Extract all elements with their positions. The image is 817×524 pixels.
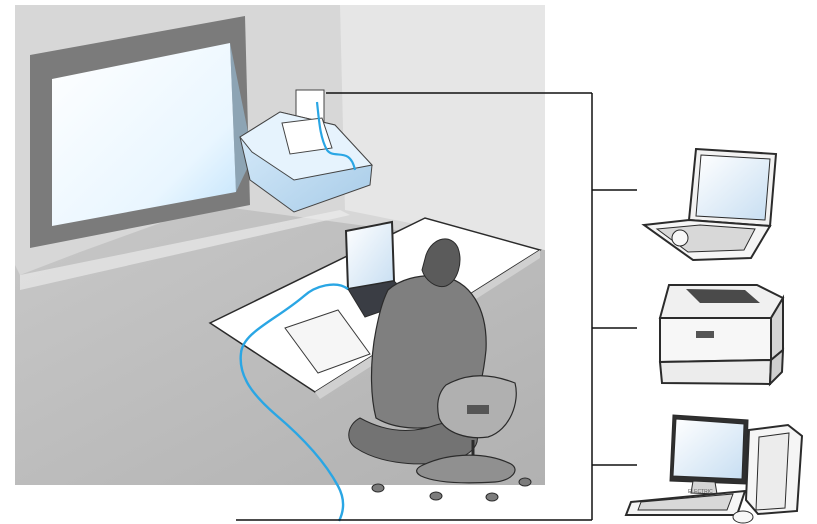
laptop-icon (644, 149, 776, 260)
user-laptop-screen (346, 222, 394, 289)
side-wall (340, 5, 545, 250)
chair-wheel (372, 484, 384, 492)
printer-icon (660, 285, 783, 384)
desktop-computer-icon: ELECTRIC (626, 415, 802, 523)
desktop-keyboard-brand: ELECTRIC (688, 489, 713, 495)
chair-wheel (486, 493, 498, 501)
chair-handle (467, 405, 489, 414)
chair-wheel (430, 492, 442, 500)
chair-wheel (519, 478, 531, 486)
